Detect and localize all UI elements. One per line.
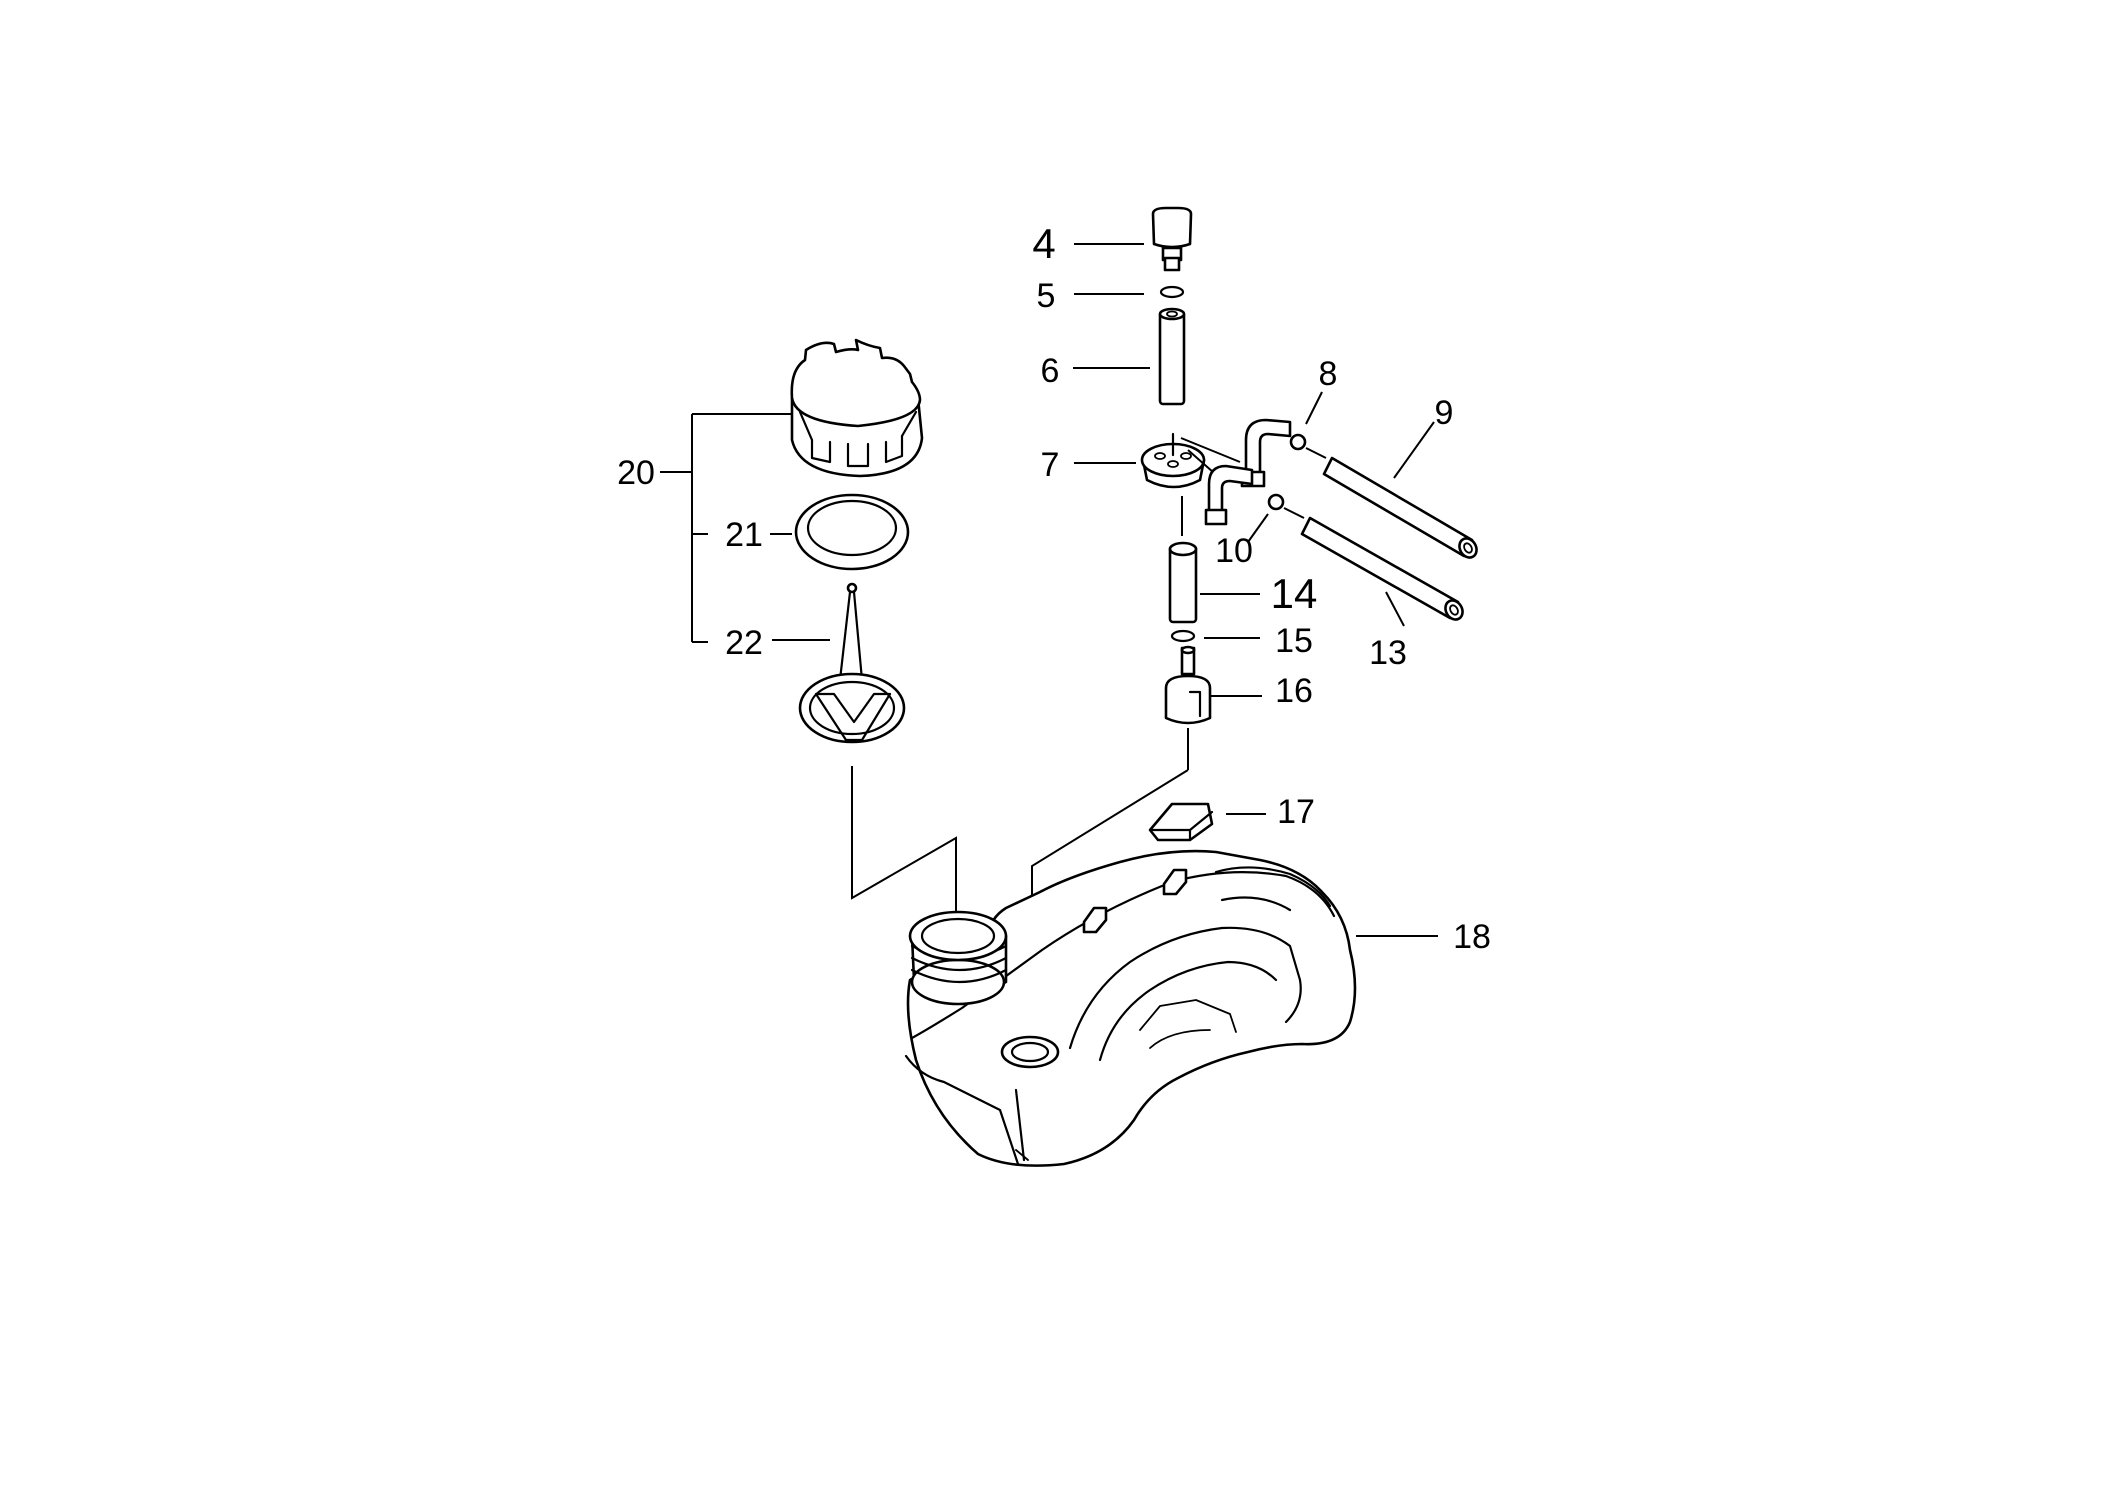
part-15-o-ring	[1170, 629, 1260, 643]
callout-13: 13	[1369, 634, 1407, 672]
callout-labels: 4 5 6 7 8 9 10 13 14 15 16 17 18 20 21 2…	[617, 220, 1491, 956]
part-14-tube	[1168, 541, 1260, 624]
callout-9: 9	[1435, 394, 1454, 432]
part-17-pad	[1148, 802, 1266, 842]
part-5-o-ring	[1074, 285, 1185, 299]
callout-17: 17	[1277, 793, 1315, 831]
callout-8: 8	[1319, 355, 1338, 393]
part-21-gasket	[770, 493, 910, 571]
callout-4: 4	[1032, 220, 1055, 267]
part-8-elbow	[1240, 391, 1323, 488]
callout-15: 15	[1275, 622, 1313, 660]
part-10-elbow	[1204, 464, 1285, 543]
callout-21: 21	[725, 516, 763, 554]
part-6-tube	[1073, 307, 1186, 406]
part-7-fitting	[1074, 432, 1241, 536]
callout-7: 7	[1041, 446, 1060, 484]
callout-14: 14	[1271, 570, 1318, 617]
callout-16: 16	[1275, 672, 1313, 710]
callout-5: 5	[1037, 277, 1056, 315]
callout-22: 22	[725, 624, 763, 662]
callout-20: 20	[617, 454, 655, 492]
part-9-hose	[1305, 421, 1478, 559]
callout-18: 18	[1453, 918, 1491, 956]
callout-10: 10	[1215, 532, 1253, 570]
part-20-tank-cap	[790, 338, 924, 478]
bracket-20-22	[660, 413, 792, 643]
part-13-hose	[1283, 507, 1464, 627]
part-22-strainer	[772, 582, 957, 950]
part-4-cap	[1074, 206, 1193, 272]
callout-6: 6	[1041, 352, 1060, 390]
part-18-fuel-tank	[904, 849, 1438, 1167]
